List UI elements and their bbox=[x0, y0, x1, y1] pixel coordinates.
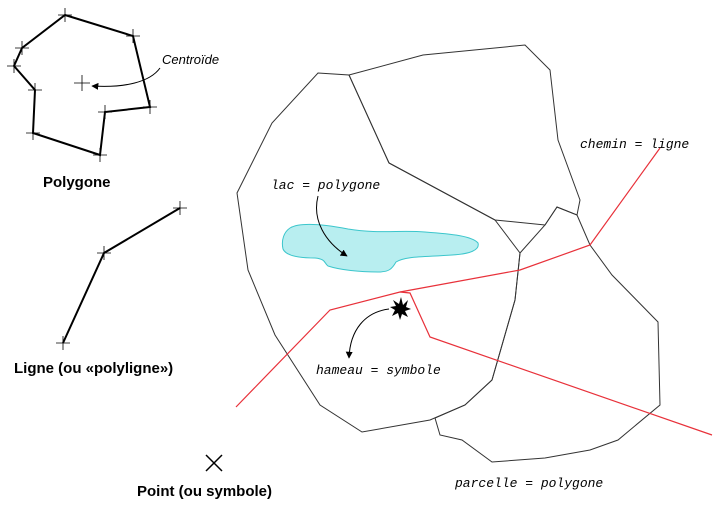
hamlet-label: hameau = symbole bbox=[316, 363, 441, 378]
lake-label: lac = polygone bbox=[271, 178, 380, 193]
legend-polygon-shape bbox=[12, 13, 152, 157]
point-label: Point (ou symbole) bbox=[137, 483, 272, 500]
parcel-top bbox=[348, 44, 581, 226]
lake-arrow bbox=[316, 195, 348, 257]
polygon-label: Polygone bbox=[43, 174, 111, 191]
hamlet-star-icon bbox=[390, 297, 411, 320]
parcels bbox=[236, 44, 661, 463]
road-main bbox=[235, 147, 661, 408]
centroid-arrow bbox=[91, 67, 161, 90]
legend-line bbox=[56, 201, 187, 350]
centroid-cross bbox=[74, 75, 90, 91]
roads bbox=[235, 147, 713, 436]
legend-polygon-vertices bbox=[7, 8, 157, 162]
road-branch bbox=[399, 291, 713, 436]
line-label: Ligne (ou «polyligne») bbox=[14, 360, 173, 377]
hamlet-arrow bbox=[345, 308, 390, 359]
centroid-label: Centroïde bbox=[162, 52, 219, 67]
legend-line-shape bbox=[62, 207, 181, 344]
lake-polygon bbox=[281, 223, 479, 273]
parcel-label: parcelle = polygone bbox=[454, 476, 603, 491]
legend-point-x bbox=[205, 454, 223, 472]
path-label: chemin = ligne bbox=[580, 137, 689, 152]
legend-line-vertices bbox=[56, 201, 187, 350]
legend-polygon bbox=[7, 8, 161, 162]
parcel-right bbox=[434, 206, 661, 463]
